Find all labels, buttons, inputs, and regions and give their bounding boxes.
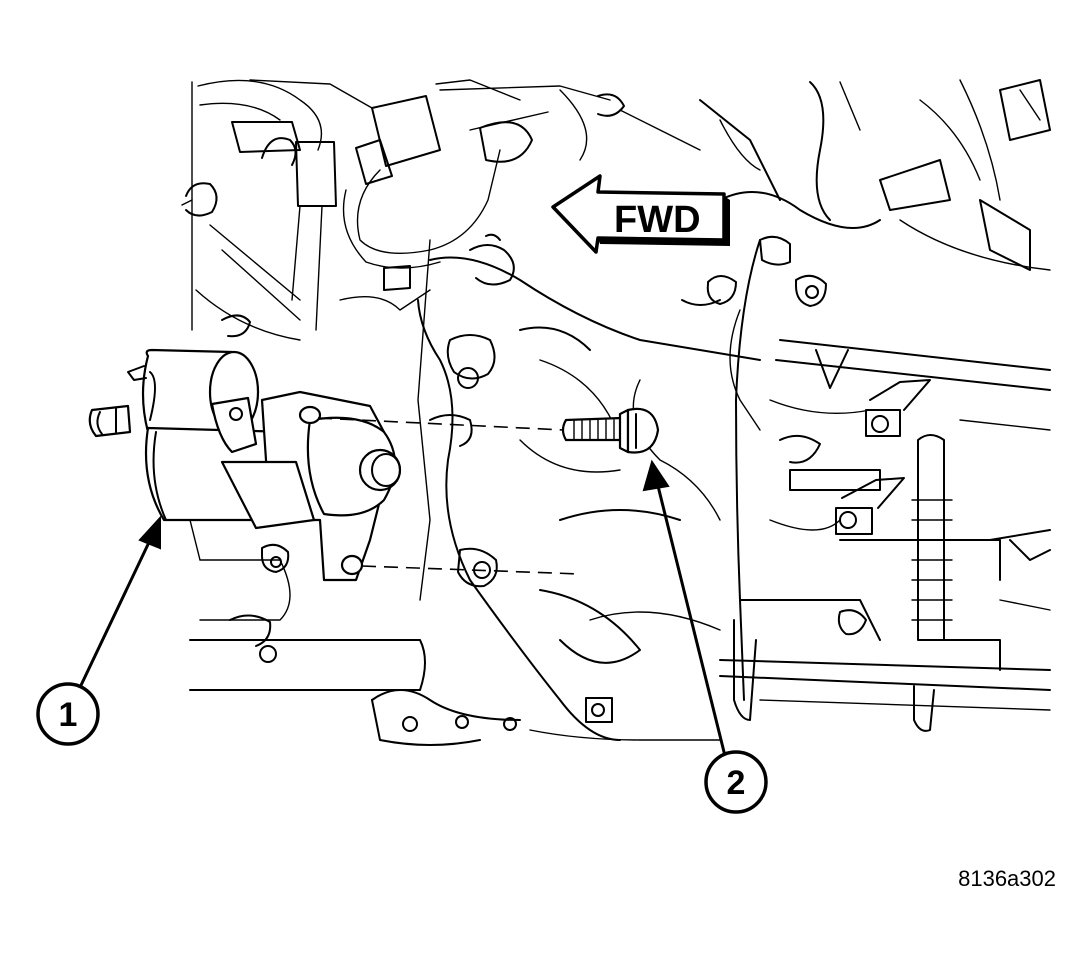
alignment-guides (317, 417, 581, 575)
forward-direction-arrow: FWD (551, 174, 730, 254)
figure-id-label: 8136a302 (958, 866, 1056, 891)
engine-background-linework (181, 79, 1051, 746)
callout-2-number: 2 (727, 764, 746, 802)
callout-1-number: 1 (59, 696, 78, 734)
fwd-label: FWD (614, 199, 701, 241)
mounting-bolt (561, 407, 660, 454)
callout-2: 2 (642, 459, 768, 814)
callout-1: 1 (36, 515, 161, 746)
starter-motor (88, 348, 402, 582)
